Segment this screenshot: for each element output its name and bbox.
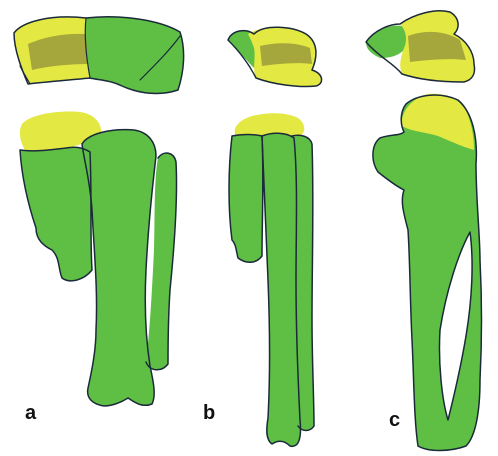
panel-c-upper-element	[366, 11, 475, 82]
panel-a-upper-element	[14, 17, 184, 94]
panel-b-upper-overlap	[260, 43, 312, 66]
panel-label-a: a	[25, 403, 36, 423]
panel-b-upper-element	[228, 27, 322, 86]
panel-a-left-bone	[20, 147, 92, 281]
panel-label-b: b	[203, 403, 215, 423]
panel-c-upper-bone	[366, 26, 408, 58]
panel-a-upper-bone	[85, 17, 183, 94]
panel-a-lower-element	[20, 112, 177, 407]
panel-label-c: c	[389, 410, 400, 430]
panel-c-lower-element	[373, 94, 482, 451]
panel-b-lower-element	[229, 113, 314, 446]
